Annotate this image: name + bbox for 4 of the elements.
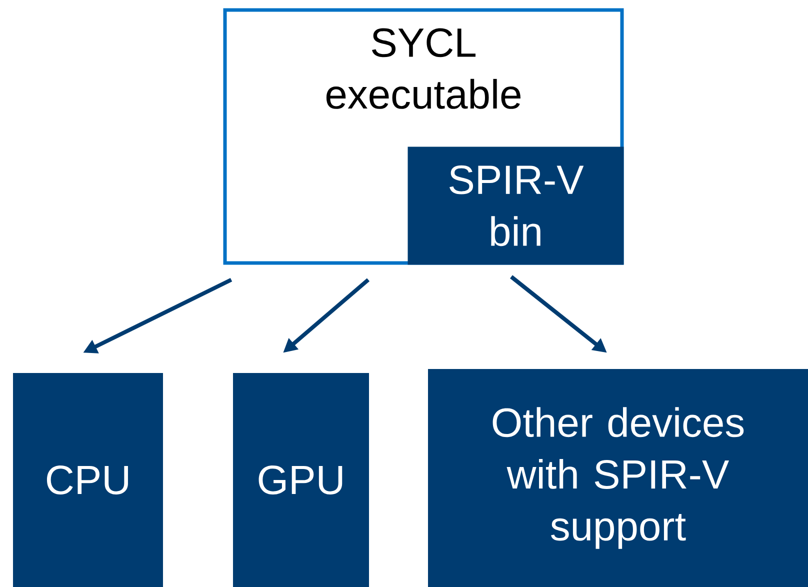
binary-box: SPIR-V bin xyxy=(408,146,624,265)
device-box: Other devices with SPIR-V support xyxy=(428,369,808,587)
device-box: GPU xyxy=(233,373,369,587)
device-box: CPU xyxy=(13,373,163,587)
